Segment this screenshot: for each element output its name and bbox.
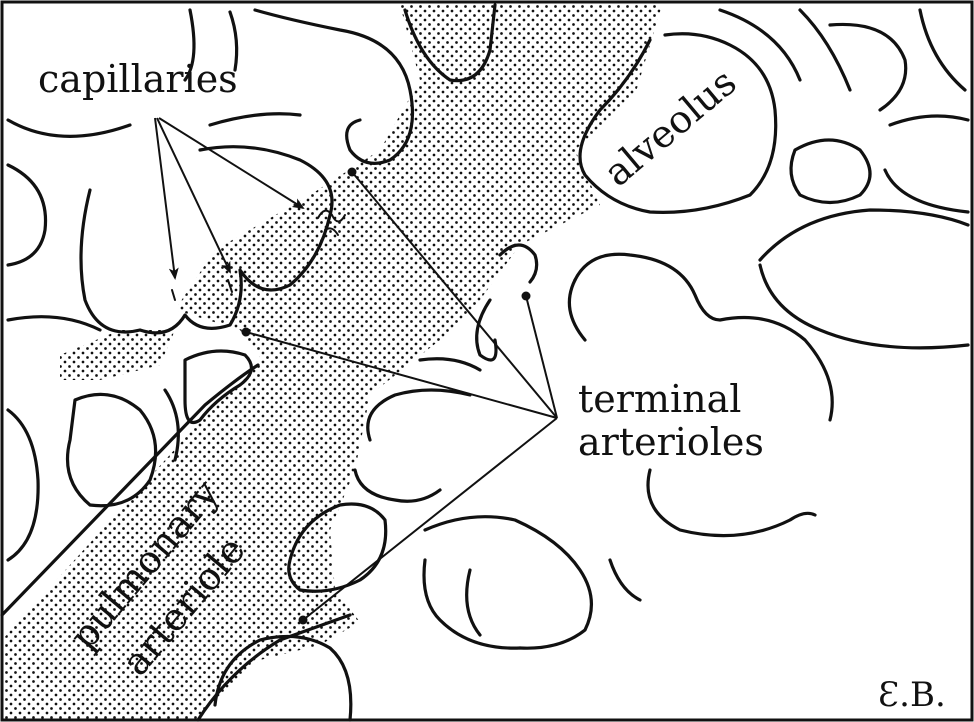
author-signature: Ɛ.B. xyxy=(878,675,946,715)
terminal-label: terminal xyxy=(578,377,741,421)
capillaries-label: capillaries xyxy=(38,57,238,101)
arterioles-label: arterioles xyxy=(578,420,764,464)
